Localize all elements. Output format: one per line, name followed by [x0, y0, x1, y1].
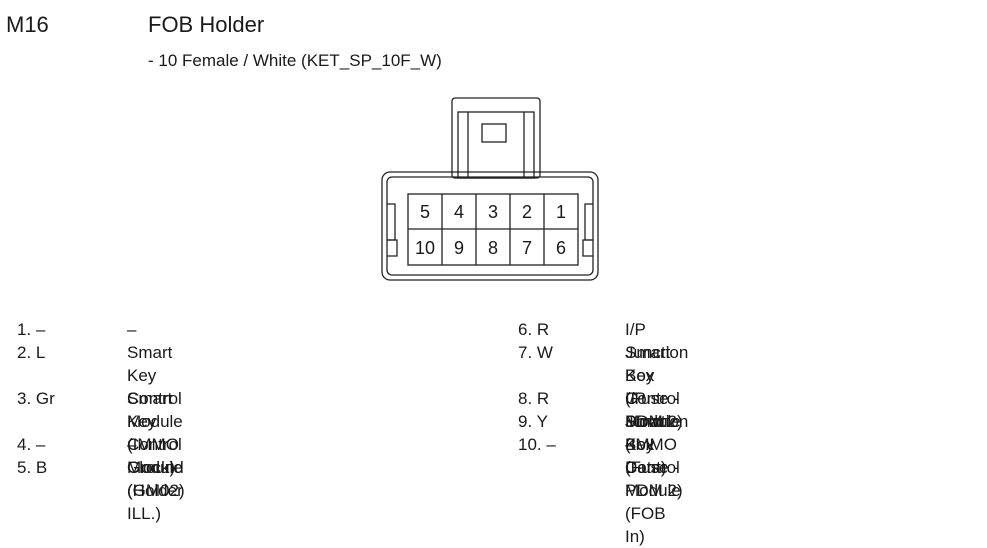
pin-description: Ground (GM02)	[127, 458, 185, 500]
pin-description: I/P Junction Box (Fuse - PDM 2)	[625, 389, 689, 500]
pin-description: –	[127, 435, 137, 454]
pin-number: 10. –	[518, 435, 556, 454]
pin-number: 3. Gr	[17, 389, 55, 408]
pin-number: 7. W	[518, 343, 553, 362]
pin-number: 2. L	[17, 343, 46, 362]
pin-number: 1. –	[17, 320, 46, 339]
pin-label: 7	[522, 238, 532, 258]
pin-description: –	[625, 435, 635, 454]
pin-label: 3	[488, 202, 498, 222]
connector-diagram: 5 4 3 2 1 10 9 8 7 6	[381, 97, 599, 281]
pin-label: 4	[454, 202, 464, 222]
pin-number: 6. R	[518, 320, 550, 339]
pin-label: 5	[420, 202, 430, 222]
pin-label: 8	[488, 238, 498, 258]
pin-number: 9. Y	[518, 412, 548, 431]
pin-number: 8. R	[518, 389, 550, 408]
pin-label: 10	[415, 238, 435, 258]
pin-description: Smart Key Control Module (Holder ILL.)	[127, 389, 183, 523]
connector-title: FOB Holder	[148, 12, 265, 37]
pin-number: 4. –	[17, 435, 46, 454]
connector-body	[381, 171, 599, 281]
pin-description: Smart Key Control Module (IMMO Data)	[625, 343, 681, 477]
pin-label: 9	[454, 238, 464, 258]
pin-label: 6	[556, 238, 566, 258]
pin-description: I/P Junction Box (Fuse - PDM 2)	[625, 320, 689, 431]
connector-spec: - 10 Female / White (KET_SP_10F_W)	[148, 51, 442, 70]
latch-window	[481, 123, 507, 143]
pin-description: –	[127, 320, 137, 339]
pin-number: 5. B	[17, 458, 48, 477]
pin-description: Smart Key Control Module (FOB In)	[625, 412, 681, 546]
connector-code: M16	[6, 12, 49, 37]
pin-label: 2	[522, 202, 532, 222]
pin-description: Smart Key Control Module (IMMO Clock)	[127, 343, 183, 477]
connector-latch	[451, 97, 541, 179]
pin-label: 1	[556, 202, 566, 222]
